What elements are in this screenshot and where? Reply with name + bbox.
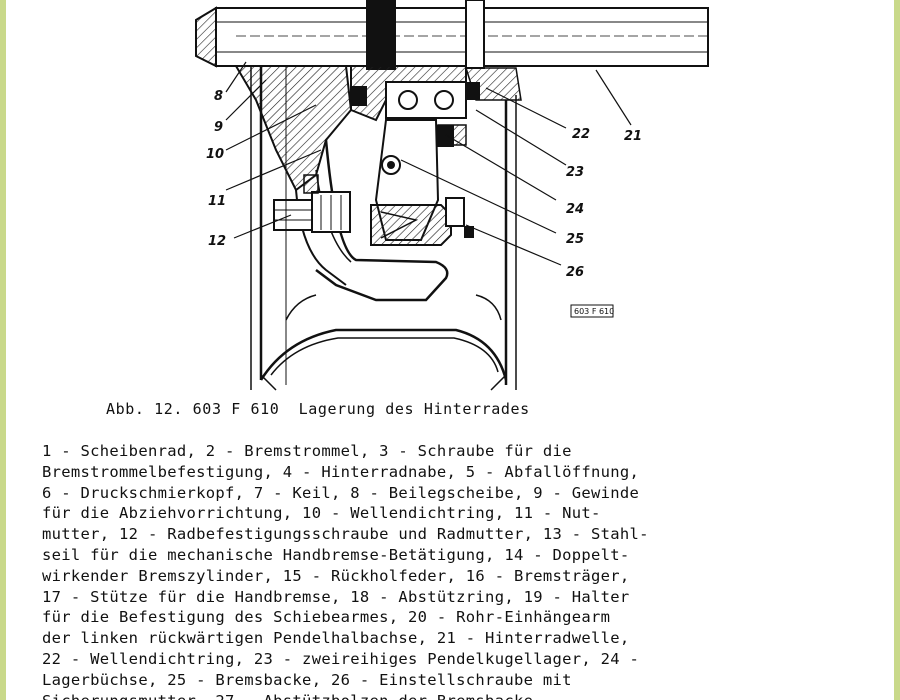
shaft-seal-right	[466, 82, 480, 100]
brake-adjusting-screw	[370, 197, 474, 246]
callout-9: 9	[214, 120, 223, 135]
hub-cross-section-drawing: 8 9 10 11 12 21 22 23 24 25 26 603 F 610	[195, 0, 709, 391]
legend-line: mutter, 12 - Radbefestigungsschraube und…	[42, 525, 649, 544]
legend-line: wirkender Bremszylinder, 15 - Rückholfed…	[42, 566, 630, 585]
callout-21: 21	[624, 129, 642, 144]
drawing-stamp-box	[570, 304, 614, 318]
callout-10: 10	[206, 147, 224, 162]
callout-22: 22	[572, 127, 590, 142]
drawing-stamp: 603 F 610	[574, 307, 614, 316]
legend-line: 22 - Wellendichtring, 23 - zweireihiges …	[42, 649, 640, 668]
leader-lines	[225, 61, 632, 266]
disc-wheel	[250, 66, 517, 391]
axle-shaft	[195, 0, 709, 70]
legend-line: 17 - Stütze für die Handbremse, 18 - Abs…	[42, 587, 630, 606]
callout-26: 26	[566, 265, 584, 280]
callout-12: 12	[208, 234, 226, 249]
legend-line: Lagerbüchse, 25 - Bremsbacke, 26 - Einst…	[42, 670, 572, 689]
callout-23: 23	[566, 165, 584, 180]
legend-line: seil für die mechanische Handbremse-Betä…	[42, 545, 630, 564]
wheel-bolt-and-nut	[273, 174, 351, 233]
callout-11: 11	[208, 194, 226, 209]
legend-line: Sicherungsmutter, 27 - Abstützbolzen der…	[42, 691, 872, 700]
callout-8: 8	[214, 89, 223, 104]
pendulum-ball-bearing	[385, 81, 467, 119]
document-page: 8 9 10 11 12 21 22 23 24 25 26 603 F 610…	[6, 0, 894, 700]
callout-25: 25	[566, 232, 584, 247]
legend-line: Bremstrommelbefestigung, 4 - Hinterradna…	[42, 462, 640, 481]
parts-legend: 1 - Scheibenrad, 2 - Bremstrommel, 3 - S…	[42, 441, 872, 700]
legend-line: 1 - Scheibenrad, 2 - Bremstrommel, 3 - S…	[42, 442, 572, 460]
legend-line: für die Befestigung des Schiebearmes, 20…	[42, 608, 611, 627]
legend-line: 6 - Druckschmierkopf, 7 - Keil, 8 - Beil…	[42, 483, 640, 502]
figure-caption: Abb. 12. 603 F 610 Lagerung des Hinterra…	[106, 400, 530, 418]
legend-line: für die Abziehvorrichtung, 10 - Wellendi…	[42, 504, 601, 523]
callout-24: 24	[566, 202, 584, 217]
legend-line: der linken rückwärtigen Pendelhalbachse,…	[42, 629, 630, 648]
shaft-seal-left	[351, 86, 367, 106]
